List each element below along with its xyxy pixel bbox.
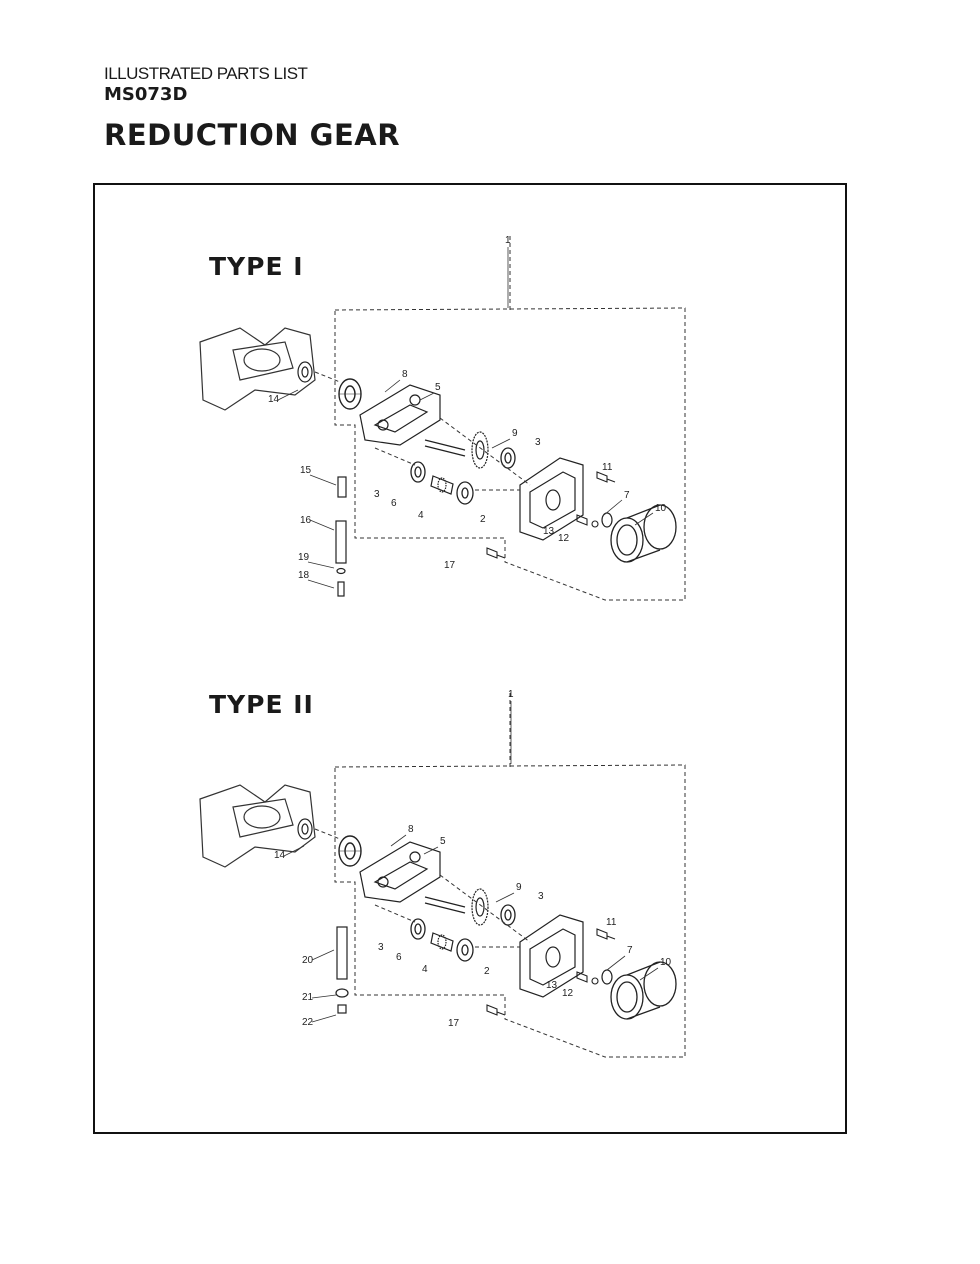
callout: 10 bbox=[655, 503, 667, 514]
callout: 20 bbox=[302, 955, 314, 966]
callout: 19 bbox=[298, 552, 310, 563]
diagram-frame bbox=[93, 183, 847, 1134]
callout: 16 bbox=[300, 515, 312, 526]
callout: 12 bbox=[558, 533, 570, 544]
callout: 15 bbox=[300, 465, 312, 476]
callout: 13 bbox=[546, 980, 558, 991]
callout: 4 bbox=[422, 964, 428, 975]
callout: 7 bbox=[624, 490, 630, 501]
model-number: MS073D bbox=[104, 84, 188, 105]
callout: 13 bbox=[543, 526, 555, 537]
callout: 22 bbox=[302, 1017, 314, 1028]
callout: 17 bbox=[444, 560, 456, 571]
callout: 2 bbox=[484, 966, 490, 977]
shaft-parts-type-2 bbox=[335, 926, 349, 1014]
callout: 18 bbox=[298, 570, 310, 581]
type-2-label: TYPE II bbox=[209, 690, 314, 719]
callout: 6 bbox=[391, 498, 397, 509]
callout: 10 bbox=[660, 957, 672, 968]
callout: 9 bbox=[512, 428, 518, 439]
callout: 8 bbox=[402, 369, 408, 380]
callouts-type-1: 1 8 5 14 9 3 11 15 3 6 7 10 4 2 16 13 12… bbox=[268, 235, 667, 581]
callout: 5 bbox=[435, 382, 441, 393]
callouts-type-2: 1 8 5 14 9 3 11 3 7 20 6 4 2 10 13 12 21… bbox=[274, 689, 672, 1029]
callout: 14 bbox=[268, 394, 280, 405]
doc-heading-line: ILLUSTRATED PARTS LIST bbox=[104, 64, 308, 83]
leader-lines bbox=[277, 247, 659, 1023]
callout: 6 bbox=[396, 952, 402, 963]
callout: 3 bbox=[538, 891, 544, 902]
callout: 4 bbox=[418, 510, 424, 521]
callout: 3 bbox=[535, 437, 541, 448]
callout: 2 bbox=[480, 514, 486, 525]
callout: 17 bbox=[448, 1018, 460, 1029]
callout: 21 bbox=[302, 992, 314, 1003]
callout: 12 bbox=[562, 988, 574, 999]
callout: 11 bbox=[602, 462, 613, 473]
callout: 11 bbox=[606, 917, 617, 928]
page-title: REDUCTION GEAR bbox=[104, 118, 401, 152]
callout: 3 bbox=[374, 489, 380, 500]
shaft-parts-type-1 bbox=[335, 476, 347, 597]
type-1-label: TYPE I bbox=[209, 252, 304, 281]
callout: 1 bbox=[508, 689, 514, 700]
callout: 3 bbox=[378, 942, 384, 953]
callout: 8 bbox=[408, 824, 414, 835]
callout: 1 bbox=[505, 235, 511, 246]
callout: 7 bbox=[627, 945, 633, 956]
callout: 14 bbox=[274, 850, 286, 861]
callout: 5 bbox=[440, 836, 446, 847]
callout: 9 bbox=[516, 882, 522, 893]
